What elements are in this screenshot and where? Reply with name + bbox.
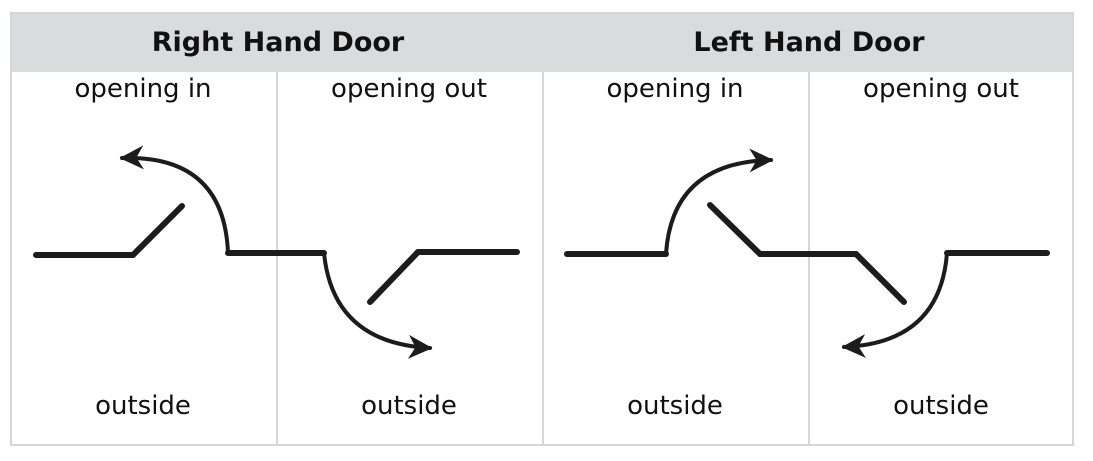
lh-opening-in-door xyxy=(564,202,811,257)
door-leaf xyxy=(130,203,185,258)
swing-arrow-icon xyxy=(119,145,230,255)
left-hand-door-title: Left Hand Door xyxy=(693,27,925,58)
door-leaf xyxy=(853,251,907,305)
panel-divider xyxy=(808,72,810,444)
door-leaf xyxy=(707,202,763,257)
rh-in-outside-label: outside xyxy=(95,391,191,421)
group-divider xyxy=(542,72,544,444)
lh-opening-out-door xyxy=(805,250,1050,305)
door-handing-diagram: Right Hand Door Left Hand Door xyxy=(10,12,1074,446)
right-hand-door-title: Right Hand Door xyxy=(151,27,405,58)
header-band xyxy=(12,14,1072,72)
rh-opening-in-label: opening in xyxy=(74,74,212,104)
swing-arrow-icon xyxy=(664,148,774,256)
rh-out-outside-label: outside xyxy=(361,391,457,421)
swing-arrow-icon xyxy=(841,251,949,359)
door-leaf xyxy=(367,249,421,305)
rh-opening-out-door xyxy=(273,249,520,305)
swing-arrow-icon xyxy=(322,251,433,359)
panel-divider xyxy=(276,72,278,444)
rh-opening-out-label: opening out xyxy=(331,74,487,104)
rh-opening-in-door xyxy=(33,203,279,258)
lh-opening-in-label: opening in xyxy=(606,74,744,104)
lh-in-outside-label: outside xyxy=(627,391,723,421)
lh-out-outside-label: outside xyxy=(893,391,989,421)
lh-opening-out-label: opening out xyxy=(863,74,1019,104)
